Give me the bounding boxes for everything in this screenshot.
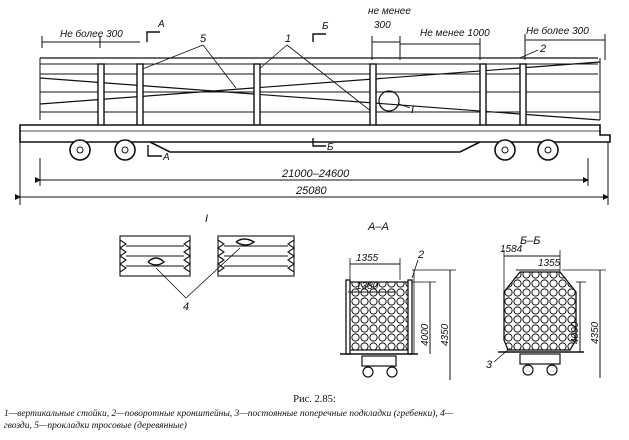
- section-bb-view: [493, 250, 606, 378]
- section-aa-title: А–А: [367, 221, 389, 233]
- dim-span: 21000–24600: [281, 168, 350, 180]
- figure-number: Рис. 2.85:: [293, 394, 336, 405]
- dim-total: 25080: [295, 185, 327, 197]
- callout-3: 3: [486, 359, 493, 371]
- label-not-less-1000: Не менее 1000: [420, 28, 490, 39]
- detail-mark-I: I: [411, 104, 414, 116]
- callout-4: 4: [183, 301, 189, 313]
- label-not-more-300-right: Не более 300: [526, 25, 589, 37]
- top-dimensions: [41, 34, 606, 60]
- detail-I-view: [119, 235, 295, 299]
- section-mark-a-top: А: [157, 19, 165, 30]
- label-not-more-300-left: Не более 300: [60, 28, 123, 40]
- bb-height-4350: 4350: [590, 321, 601, 344]
- aa-width-2: 1380: [356, 281, 379, 292]
- callout-5-top: 5: [200, 33, 207, 45]
- callout-2-top: 2: [539, 43, 546, 55]
- bb-width-2: 1355: [538, 258, 561, 269]
- label-300: 300: [374, 20, 391, 31]
- aa-height-4350: 4350: [440, 323, 451, 346]
- bb-height-4000: 4000: [570, 321, 581, 344]
- callout-1-top: 1: [285, 33, 291, 45]
- section-marks-bottom: [147, 138, 326, 157]
- section-mark-b-top: Б: [322, 21, 329, 32]
- callout-leaders-top: [139, 44, 539, 113]
- detail-title: I: [205, 213, 208, 225]
- aa-width-1: 1355: [356, 253, 379, 264]
- callout-2-section: 2: [417, 249, 424, 261]
- bottom-dimensions: [15, 142, 609, 205]
- bb-width-1: 1584: [500, 244, 523, 255]
- figure-legend-line-2: гвозди, 5—прокладки тросовые (деревянные…: [4, 421, 187, 431]
- section-marks-top: [146, 31, 326, 42]
- figure-legend-line-1: 1—вертикальные стойки, 2—поворотные крон…: [4, 409, 454, 419]
- aa-height-4000: 4000: [420, 323, 431, 346]
- section-mark-b-bottom: Б: [327, 142, 334, 153]
- section-bb-title: Б–Б: [520, 235, 540, 247]
- section-mark-a-bottom: А: [162, 152, 170, 163]
- section-aa-view: [340, 258, 456, 380]
- railcar-side-view: [19, 57, 611, 161]
- label-not-less: не менее: [368, 6, 411, 17]
